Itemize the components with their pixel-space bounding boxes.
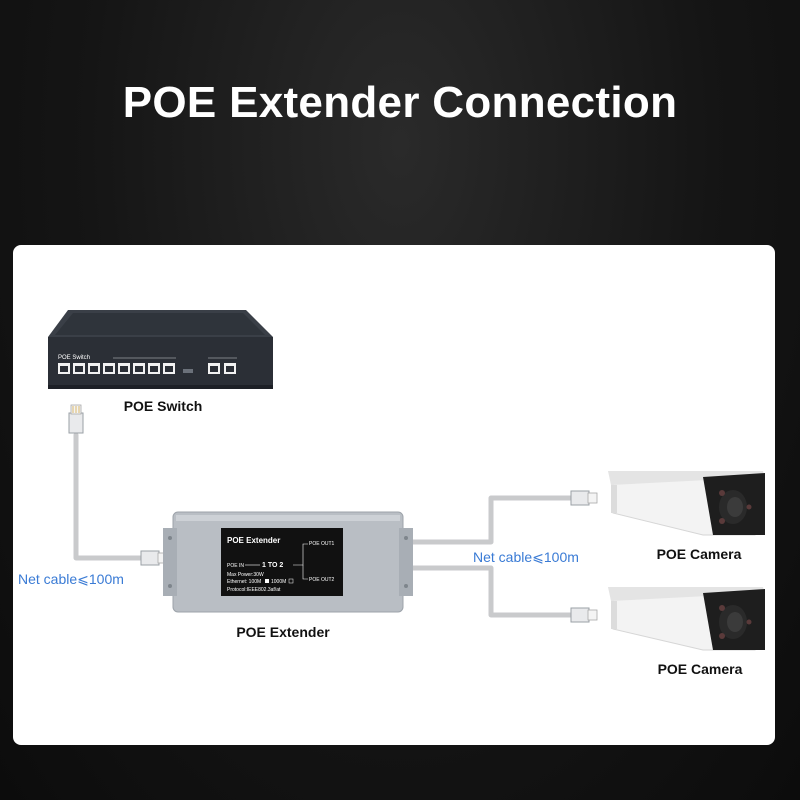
rj45-plug-camera1 <box>570 490 598 506</box>
poe-extender-label: POE Extender <box>236 624 330 640</box>
rj45-plug-extender-in <box>140 550 167 566</box>
extender-ethernet-text: Ethernet: 100M <box>227 579 261 585</box>
rj45-plug-switch <box>68 404 84 434</box>
extender-out1-text: POE OUT1 <box>309 541 335 547</box>
poe-switch: POE Switch <box>48 310 273 389</box>
connection-diagram: POE Switch POE Switch <box>18 310 765 677</box>
poe-camera-1 <box>608 471 765 536</box>
poe-extender: POE Extender POE OUT1 POE IN 1 TO 2 POE … <box>163 511 413 613</box>
page-title: POE Extender Connection <box>122 78 678 127</box>
right-cable-length-label: Net cable⩽100m <box>473 549 579 565</box>
extender-ethernet-1000-text: 1000M <box>271 579 286 585</box>
extender-to-camera2-cable <box>405 565 576 618</box>
extender-max-power-text: Max Power:30W <box>227 572 264 578</box>
switch-to-extender-cable <box>73 432 146 561</box>
poe-camera-2 <box>608 587 765 651</box>
diagram-panel: POE Switch POE Switch <box>13 245 775 745</box>
left-cable-length-label: Net cable⩽100m <box>18 571 124 587</box>
poe-camera-1-label: POE Camera <box>657 546 742 562</box>
poe-switch-label: POE Switch <box>124 398 203 414</box>
switch-ports <box>58 357 237 374</box>
ethernet-100m-checkbox <box>265 579 269 583</box>
poe-camera-2-label: POE Camera <box>658 661 743 677</box>
extender-protocol-text: Protocol:IEEE802.3af/at <box>227 587 281 593</box>
ethernet-1000m-checkbox <box>288 578 294 584</box>
extender-out2-text: POE OUT2 <box>309 577 335 583</box>
extender-label-panel <box>221 528 343 596</box>
cables <box>73 432 576 618</box>
extender-panel-title: POE Extender <box>227 536 280 545</box>
extender-to-camera1-cable <box>405 495 576 545</box>
rj45-plug-camera2 <box>570 607 598 623</box>
extender-mode-text: 1 TO 2 <box>262 562 283 569</box>
extender-poe-in-text: POE IN <box>227 563 244 569</box>
switch-faceplate-text: POE Switch <box>58 355 90 361</box>
